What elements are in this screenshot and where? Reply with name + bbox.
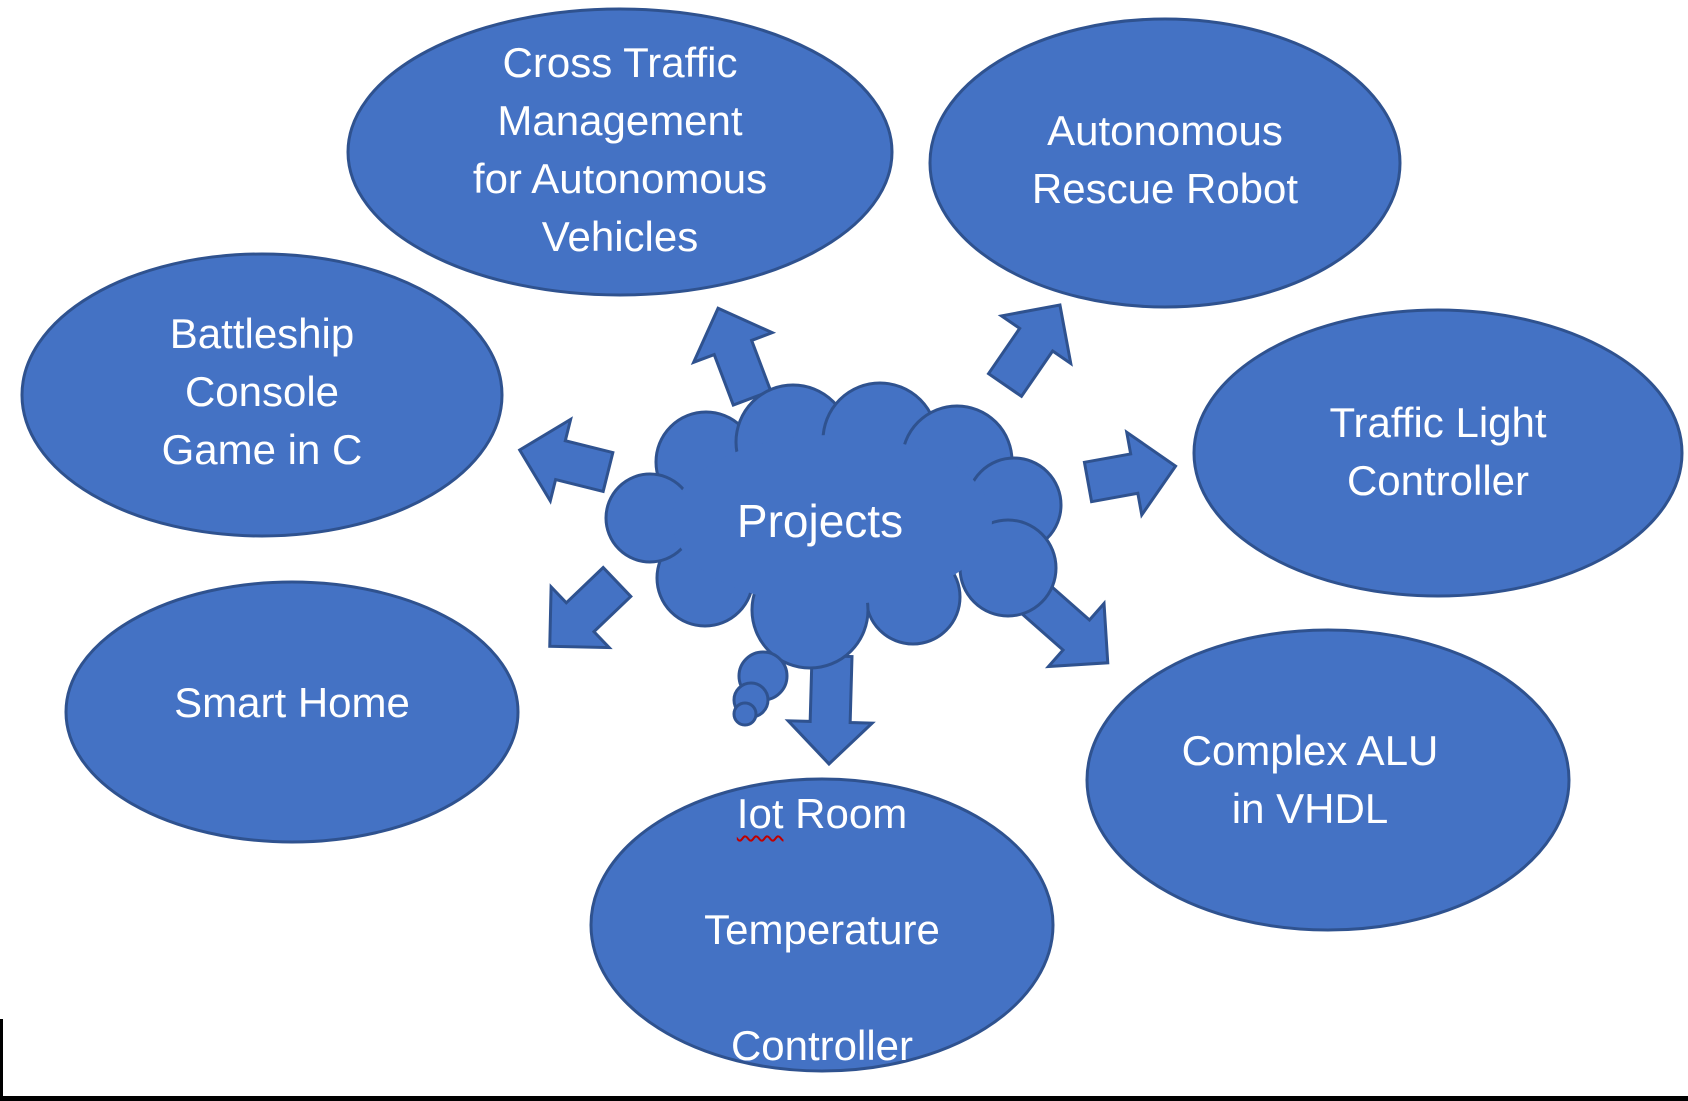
iot-line1-rest: Room: [783, 790, 908, 837]
node-ellipse-autonomous-rescue-robot: [928, 17, 1402, 309]
node-ellipse-battleship-console-game: [20, 252, 504, 538]
arrow-to-smart-home: [548, 565, 633, 650]
arrow-to-cross-traffic-management: [690, 306, 777, 408]
arrow-to-autonomous-rescue-robot: [986, 303, 1073, 399]
node-ellipse-cross-traffic-management: [346, 7, 894, 297]
node-label-complex-alu-vhdl: Complex ALU in VHDL: [1181, 727, 1439, 832]
node-label-autonomous-rescue-robot: Autonomous Rescue Robot: [1031, 107, 1299, 212]
center-label-projects: Projects: [736, 495, 904, 547]
projects-cloud-shape: [604, 381, 1063, 727]
bottom-left-black-border-sliver: [0, 1019, 3, 1101]
node-label-cross-traffic-management: Cross Traffic Management for Autonomous …: [472, 39, 768, 260]
node-label-battleship-console-game: Battleship Console Game in C: [161, 310, 363, 473]
iot-line3: Controller: [730, 1022, 914, 1069]
misspelled-word-iot: Iot: [736, 790, 784, 837]
node-label-iot-room-temperature-controller: Iot Room Temperature Controller: [704, 727, 940, 1101]
node-label-traffic-light-controller: Traffic Light Controller: [1329, 399, 1547, 504]
arrow-to-battleship-console-game: [517, 416, 615, 505]
node-ellipse-complex-alu-vhdl: [1085, 628, 1571, 932]
bottom-black-border: [0, 1096, 1688, 1101]
node-label-smart-home: Smart Home: [174, 679, 410, 726]
cloud-tail-bubble-small: [732, 701, 758, 727]
node-ellipse-smart-home: [64, 580, 520, 844]
arrow-to-traffic-light-controller: [1082, 428, 1178, 519]
node-ellipse-traffic-light-controller: [1192, 308, 1684, 598]
iot-line2: Temperature: [704, 906, 940, 953]
node-ellipse-iot-room-temperature-controller: [589, 777, 1055, 1073]
